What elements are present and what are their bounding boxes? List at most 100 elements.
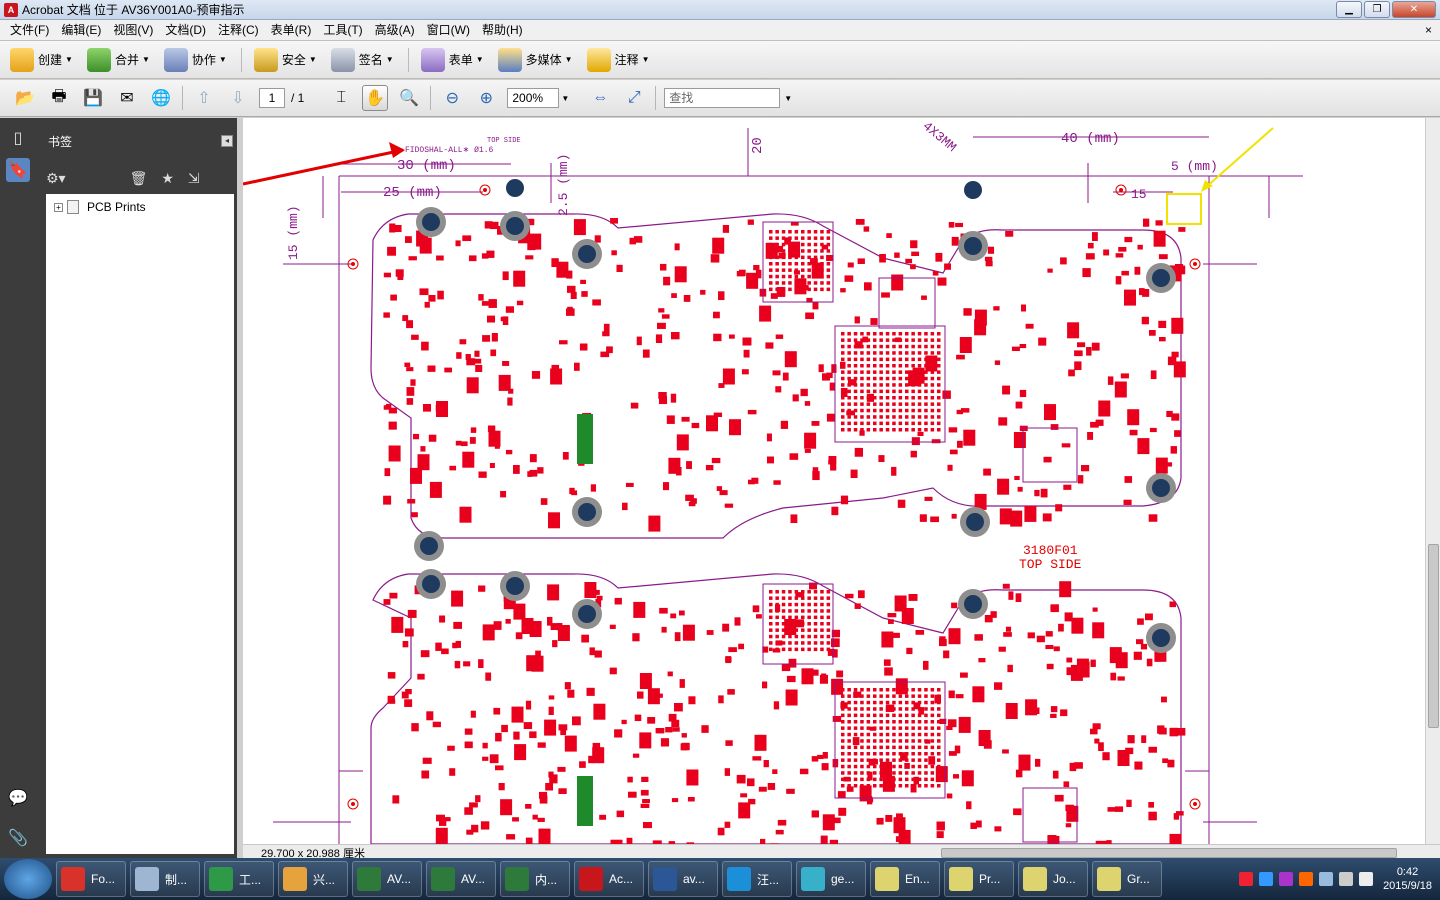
pad bbox=[674, 266, 687, 283]
fit-width-icon[interactable]: ⇔ bbox=[592, 89, 609, 106]
pad bbox=[700, 289, 706, 295]
close-window-button[interactable]: ✕ bbox=[1392, 1, 1436, 18]
menu-forms[interactable]: 表单(R) bbox=[270, 22, 312, 37]
bga-ball bbox=[841, 764, 845, 769]
zoom-dropdown-icon[interactable]: ▼ bbox=[561, 93, 570, 103]
horizontal-scrollbar[interactable] bbox=[641, 847, 1440, 859]
menu-window[interactable]: 窗口(W) bbox=[426, 22, 470, 37]
taskbar-app[interactable]: Jo... bbox=[1018, 861, 1088, 897]
close-document-icon[interactable]: × bbox=[1424, 23, 1432, 37]
collapse-panel-icon[interactable]: ◂ bbox=[221, 135, 233, 147]
pad bbox=[679, 679, 685, 688]
bookmarks-icon[interactable]: 🔖 bbox=[6, 158, 30, 182]
comments-icon[interactable]: 💬 bbox=[8, 790, 28, 807]
taskbar-app[interactable]: av... bbox=[648, 861, 718, 897]
bga-ball bbox=[801, 628, 805, 632]
pad bbox=[831, 629, 841, 638]
menu-edit[interactable]: 编辑(E) bbox=[61, 22, 102, 37]
taskbar-app[interactable]: Ac... bbox=[574, 861, 644, 897]
taskbar-app[interactable]: Pr... bbox=[944, 861, 1014, 897]
pad bbox=[402, 641, 409, 648]
taskbar-app[interactable]: AV... bbox=[352, 861, 422, 897]
start-button[interactable] bbox=[4, 859, 52, 899]
zoom-tool-icon[interactable]: 🔍 bbox=[399, 90, 420, 107]
save-icon[interactable]: 💾 bbox=[83, 90, 103, 107]
bga-ball bbox=[905, 700, 909, 705]
mounting-hole bbox=[964, 181, 982, 199]
volume-icon[interactable] bbox=[1339, 872, 1354, 886]
previous-page-icon[interactable]: ⇧ bbox=[197, 90, 211, 107]
tray-app-icon[interactable] bbox=[1279, 872, 1294, 886]
next-page-icon[interactable]: ⇩ bbox=[231, 90, 245, 107]
delete-bookmark-icon[interactable]: 🗑 bbox=[129, 169, 148, 186]
secure-button[interactable]: 安全▼ bbox=[253, 47, 317, 72]
menu-file[interactable]: 文件(F) bbox=[10, 22, 50, 37]
restore-button[interactable]: ❐ bbox=[1364, 1, 1390, 18]
menu-tools[interactable]: 工具(T) bbox=[323, 22, 363, 37]
bookmark-item[interactable]: + PCB Prints bbox=[54, 200, 146, 214]
tray-app-icon[interactable] bbox=[1259, 872, 1274, 886]
network-icon[interactable] bbox=[1319, 872, 1334, 886]
taskbar-app[interactable]: 内... bbox=[500, 861, 570, 897]
print-icon[interactable]: 🖶 bbox=[51, 87, 67, 105]
expand-icon[interactable]: + bbox=[54, 202, 63, 212]
hand-tool-icon[interactable]: ✋ bbox=[362, 85, 389, 111]
select-tool-icon[interactable]: ⌶ bbox=[336, 89, 347, 106]
sign-button[interactable]: 签名▼ bbox=[330, 47, 394, 72]
combine-button[interactable]: 合并▼ bbox=[86, 47, 150, 72]
bga-ball bbox=[794, 274, 799, 279]
collaborate-button[interactable]: 协作▼ bbox=[163, 47, 227, 72]
attachments-icon[interactable]: 📎 bbox=[8, 830, 28, 847]
menu-document[interactable]: 文档(D) bbox=[165, 22, 206, 37]
zoom-out-icon[interactable]: ⊖ bbox=[445, 90, 460, 107]
menu-help[interactable]: 帮助(H) bbox=[482, 22, 523, 37]
clock[interactable]: 0:42 2015/9/18 bbox=[1383, 865, 1432, 893]
taskbar-app[interactable]: 兴... bbox=[278, 861, 348, 897]
email-icon[interactable]: ✉ bbox=[120, 90, 134, 107]
web-icon[interactable]: 🌐 bbox=[151, 90, 171, 107]
zoom-level-input[interactable]: 200% bbox=[507, 88, 560, 108]
zoom-in-icon[interactable]: ⊕ bbox=[479, 90, 494, 107]
open-folder-icon[interactable]: 📂 bbox=[15, 90, 35, 107]
taskbar-app[interactable]: 汪... bbox=[722, 861, 792, 897]
menu-comments[interactable]: 注释(C) bbox=[218, 22, 259, 37]
pad bbox=[490, 349, 497, 357]
bga-ball bbox=[885, 396, 890, 400]
taskbar-app[interactable]: En... bbox=[870, 861, 940, 897]
panel-splitter[interactable] bbox=[237, 118, 243, 858]
minimize-button[interactable]: ▁ bbox=[1336, 1, 1362, 18]
multimedia-button[interactable]: 多媒体▼ bbox=[497, 47, 573, 72]
pages-icon[interactable]: ▯ bbox=[13, 130, 23, 147]
page-number-input[interactable]: 1 bbox=[259, 88, 285, 108]
create-button[interactable]: 创建▼ bbox=[10, 47, 73, 72]
taskbar-app[interactable]: Gr... bbox=[1092, 861, 1162, 897]
fit-page-icon[interactable]: ⤢ bbox=[627, 89, 641, 106]
expand-bookmark-icon[interactable]: ⇲ bbox=[187, 169, 200, 186]
taskbar-app[interactable]: AV... bbox=[426, 861, 496, 897]
taskbar-app[interactable]: 制... bbox=[130, 861, 200, 897]
bga-ball bbox=[826, 236, 831, 240]
flag-icon[interactable] bbox=[1359, 872, 1374, 886]
pad bbox=[502, 316, 509, 326]
vertical-scrollbar[interactable] bbox=[1425, 118, 1440, 844]
document-view[interactable]: FIDOSHAL-ALL∗ Ø1.6 TOP SIDE 30 (mm) 25 (… bbox=[243, 118, 1425, 844]
options-gear-icon[interactable]: ⚙▾ bbox=[46, 169, 66, 186]
tray-app-icon[interactable] bbox=[1299, 872, 1314, 886]
menu-advanced[interactable]: 高级(A) bbox=[374, 22, 415, 37]
comment-button[interactable]: 注释▼ bbox=[586, 47, 650, 72]
taskbar-app[interactable]: 工... bbox=[204, 861, 274, 897]
find-dropdown-icon[interactable]: ▼ bbox=[784, 93, 793, 103]
tray-app-icon[interactable] bbox=[1239, 872, 1254, 886]
taskbar-app[interactable]: Fo... bbox=[56, 861, 126, 897]
pad bbox=[581, 291, 588, 297]
forms-button[interactable]: 表单▼ bbox=[420, 47, 484, 72]
vertical-scroll-thumb[interactable] bbox=[1428, 544, 1439, 728]
menu-view[interactable]: 视图(V) bbox=[113, 22, 154, 37]
pad bbox=[505, 449, 513, 455]
horizontal-scroll-thumb[interactable] bbox=[941, 848, 1397, 858]
find-input[interactable]: 查找 bbox=[664, 88, 781, 108]
pad bbox=[1148, 514, 1158, 522]
taskbar-app[interactable]: ge... bbox=[796, 861, 866, 897]
bga-ball bbox=[860, 332, 864, 336]
new-bookmark-icon[interactable]: ★ bbox=[161, 169, 174, 186]
